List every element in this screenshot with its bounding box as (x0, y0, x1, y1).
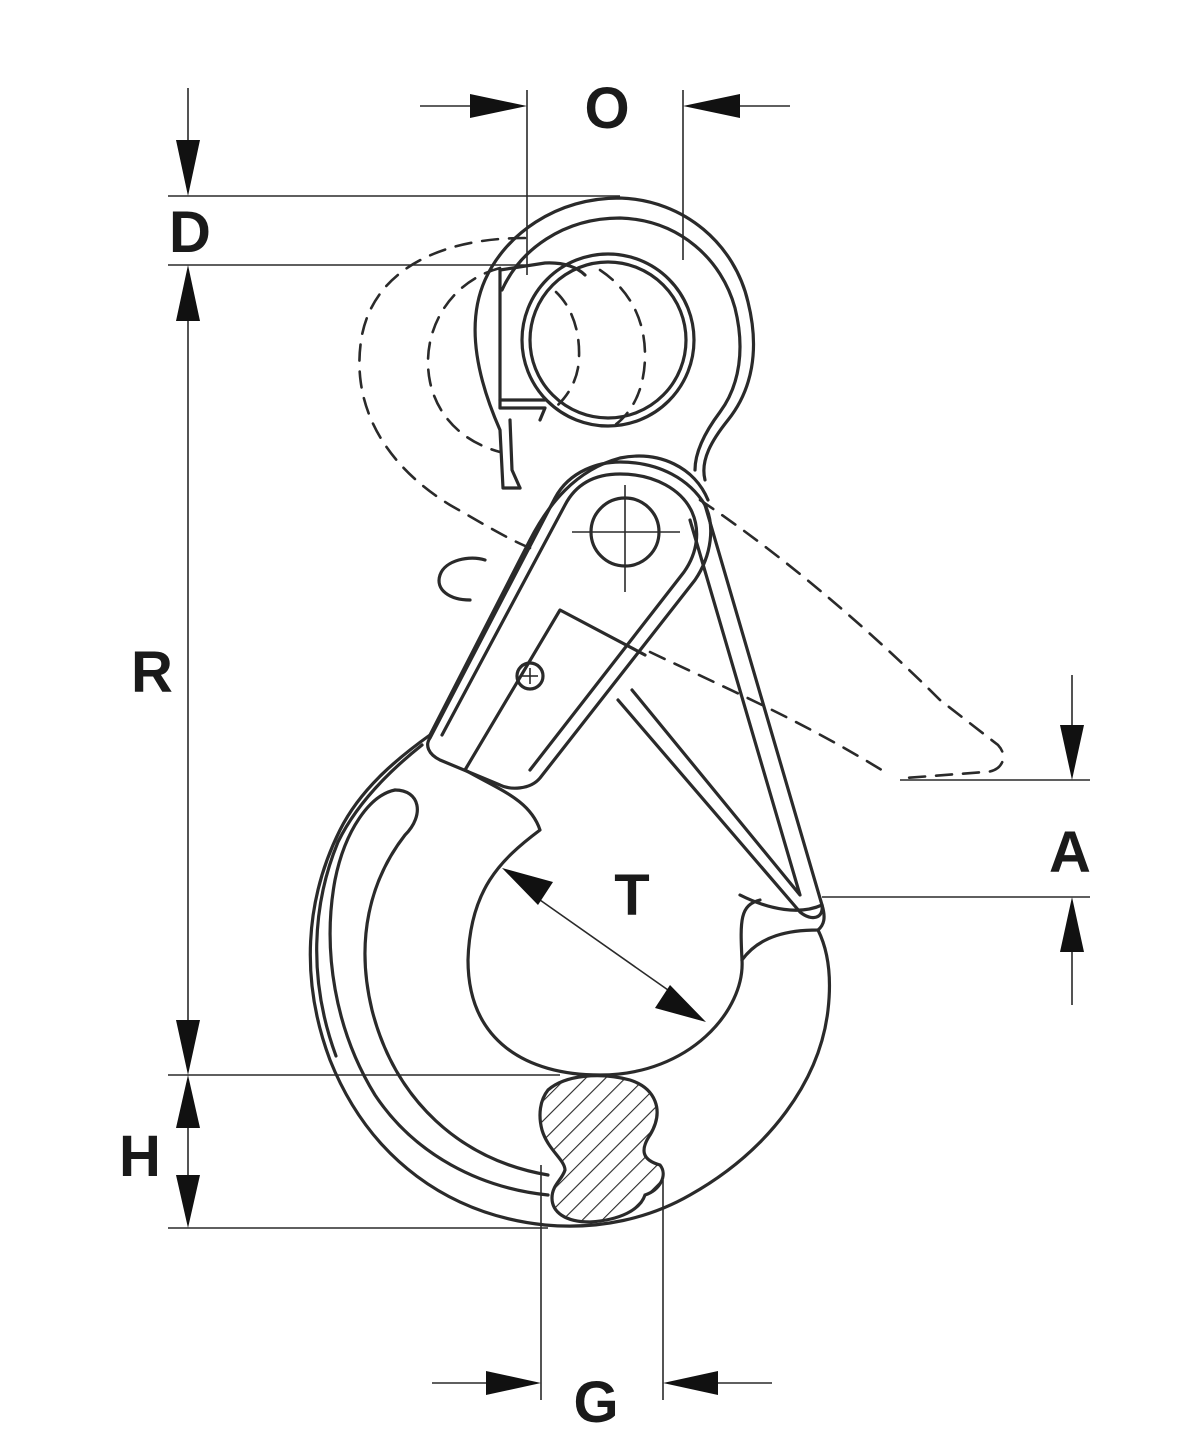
safety-latch (616, 503, 824, 920)
dimension-label-t: T (614, 863, 649, 928)
dimension-label-h: H (119, 1124, 161, 1189)
open-latch-ghost (358, 236, 1005, 780)
dimension-label-o: O (584, 76, 629, 141)
hook-cross-section (538, 1074, 665, 1224)
dimension-label-r: R (131, 640, 173, 705)
dimension-label-g: G (573, 1370, 618, 1435)
dimension-label-a: A (1049, 820, 1091, 885)
hook-body (308, 454, 832, 1228)
hook-eye (473, 196, 756, 490)
dimension-label-d: D (169, 200, 211, 265)
dimension-lines (168, 88, 1090, 1400)
latch-plate (426, 460, 713, 790)
